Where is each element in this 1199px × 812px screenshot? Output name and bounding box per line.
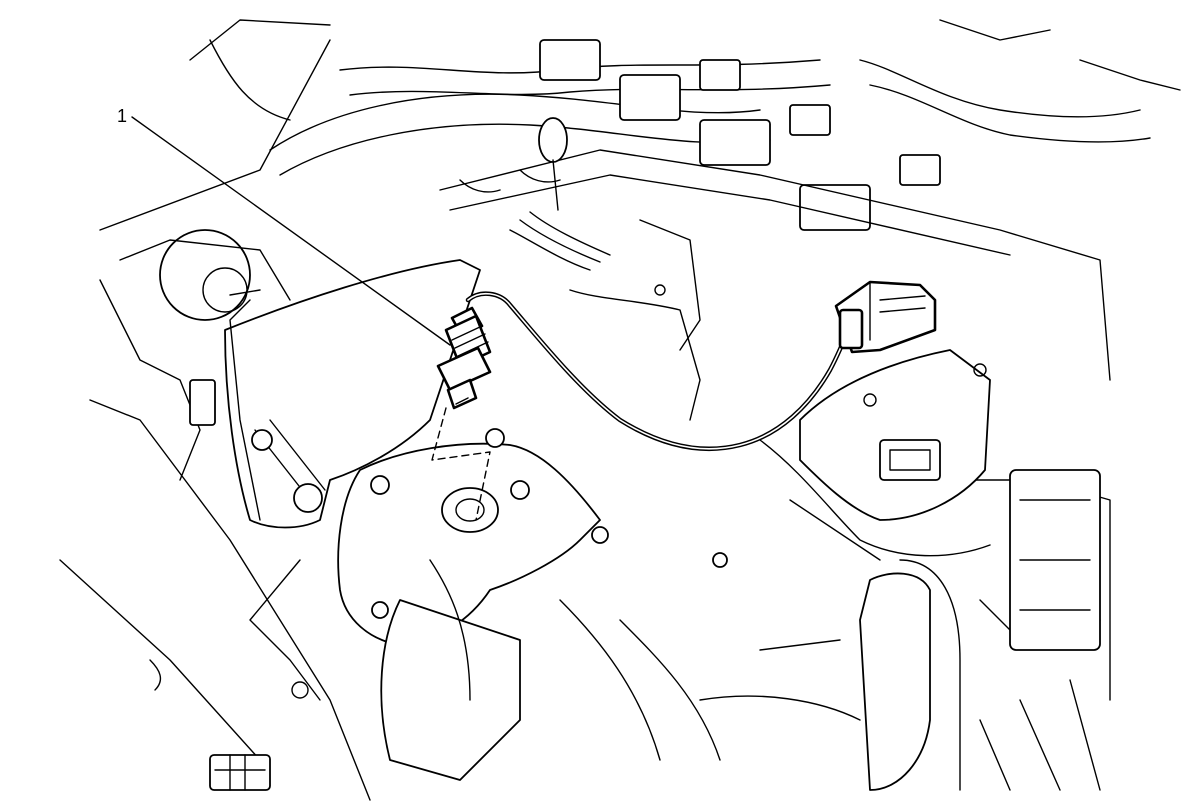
engine-background bbox=[59, 19, 1181, 801]
sensor-connector bbox=[834, 280, 937, 354]
oxygen-sensor bbox=[436, 306, 492, 410]
callout-label: 1 bbox=[117, 106, 127, 126]
callout-1: 1 bbox=[117, 106, 451, 346]
oxygen-sensor-assembly bbox=[431, 280, 937, 521]
